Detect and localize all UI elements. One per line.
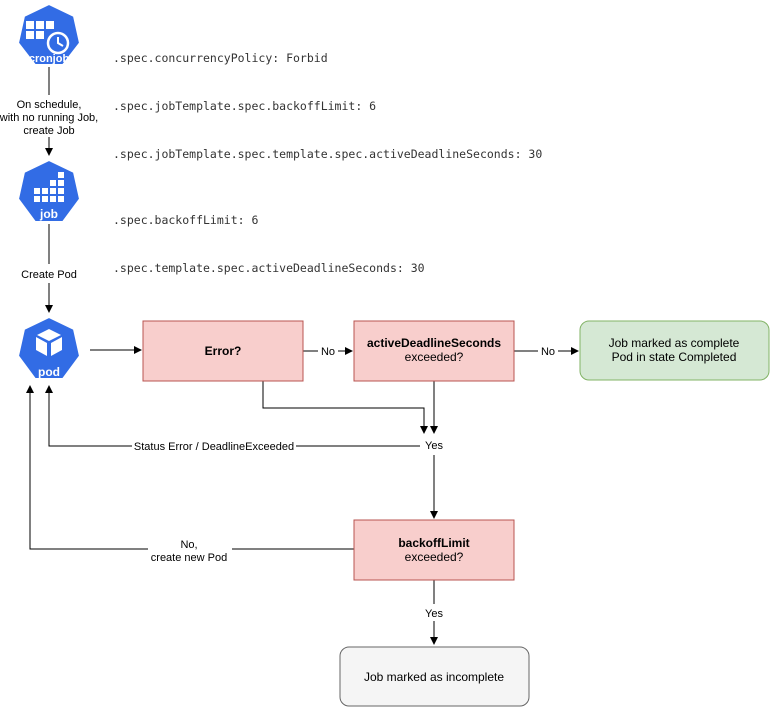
- box-line: Job marked as complete: [609, 336, 740, 350]
- edge-label-line: No,: [180, 539, 197, 551]
- cronjob-icon: cronjob: [16, 2, 82, 66]
- edge-label-line: with no running Job,: [0, 112, 98, 124]
- edge-label-line: create new Pod: [151, 552, 227, 564]
- edge-label: Yes: [425, 608, 443, 620]
- edge-label: No: [541, 346, 555, 358]
- edge-label-line: create Job: [23, 125, 74, 137]
- edge-error-deadline: No: [303, 344, 353, 358]
- edge-label: No: [321, 346, 335, 358]
- edge-backoff-pod: No, create new Pod: [26, 385, 354, 565]
- job-icon: job: [16, 158, 82, 223]
- job-label: job: [39, 207, 58, 221]
- edge-deadline-complete: No: [514, 344, 579, 358]
- box-title: activeDeadlineSeconds: [367, 336, 501, 350]
- backoff-decision-box: backoffLimit exceeded?: [353, 519, 515, 581]
- edge-status-back: Status Error / DeadlineExceeded: [45, 385, 420, 453]
- cronjob-spec: .spec.concurrencyPolicy: Forbid .spec.jo…: [113, 18, 542, 194]
- cronjob-label: cronjob: [29, 53, 70, 65]
- edge-job-pod: Create Pod: [21, 224, 77, 313]
- edge-label-line: On schedule,: [17, 99, 82, 111]
- edge-cronjob-job: On schedule, with no running Job, create…: [0, 67, 98, 156]
- incomplete-terminal-box: Job marked as incomplete: [339, 646, 530, 707]
- edge-backoff-incomplete: Yes: [425, 580, 443, 645]
- edge-label-yes: Yes: [425, 440, 443, 452]
- job-spec: .spec.backoffLimit: 6 .spec.template.spe…: [113, 180, 425, 308]
- cronjob-spec-line: .spec.jobTemplate.spec.backoffLimit: 6: [113, 99, 377, 113]
- job-spec-line: .spec.backoffLimit: 6: [113, 213, 259, 227]
- cronjob-spec-line: .spec.jobTemplate.spec.template.spec.act…: [113, 147, 543, 161]
- box-line: Job marked as incomplete: [364, 670, 504, 684]
- edge-error-yes: [262, 381, 428, 434]
- box-subtitle: exceeded?: [405, 350, 464, 364]
- edge-label: Create Pod: [21, 269, 77, 281]
- edge-label: Status Error / DeadlineExceeded: [134, 441, 294, 453]
- job-spec-line: .spec.template.spec.activeDeadlineSecond…: [113, 261, 425, 275]
- box-title: backoffLimit: [398, 536, 469, 550]
- complete-terminal-box: Job marked as complete Pod in state Comp…: [579, 320, 770, 381]
- deadline-decision-box: activeDeadlineSeconds exceeded?: [353, 320, 515, 382]
- box-line: Pod in state Completed: [612, 350, 737, 364]
- box-subtitle: exceeded?: [405, 550, 464, 564]
- pod-label: pod: [38, 365, 60, 379]
- box-title: Error?: [205, 344, 242, 358]
- cronjob-spec-line: .spec.concurrencyPolicy: Forbid: [113, 51, 328, 65]
- error-decision-box: Error?: [142, 320, 304, 382]
- pod-icon: pod: [16, 315, 82, 380]
